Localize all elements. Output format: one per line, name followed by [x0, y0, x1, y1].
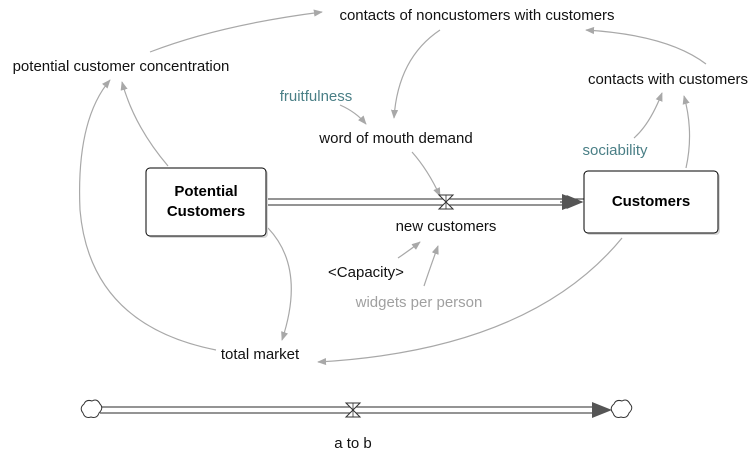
arrow-fruitfulness-to-word-of-mouth [339, 104, 367, 125]
arrow-customers-to-contacts-with-customers [682, 95, 691, 169]
arrow-word-of-mouth-to-new-customers [411, 151, 441, 197]
arrow-capacity-to-new-customers [397, 241, 421, 259]
arrow-total-market-to-concentration [78, 79, 217, 351]
var-sociability[interactable]: sociability [582, 142, 648, 159]
arrow-concentration-to-contacts [149, 9, 323, 53]
stock-potential-label-line1: Potential [174, 183, 237, 200]
arrow-potential-to-concentration [120, 81, 169, 167]
var-contacts-with-customers[interactable]: contacts with customers [588, 71, 748, 88]
stock-potential-customers[interactable]: Potential Customers [145, 167, 268, 238]
var-total-market[interactable]: total market [221, 346, 300, 363]
var-new-customers[interactable]: new customers [396, 218, 497, 235]
cloud-source-icon [80, 399, 103, 418]
var-word-of-mouth[interactable]: word of mouth demand [318, 130, 472, 147]
arrow-contacts-with-customers-to-contacts [585, 26, 707, 65]
var-potential-concentration[interactable]: potential customer concentration [13, 58, 230, 75]
arrow-widgets-to-new-customers [423, 245, 439, 287]
cloud-sink-icon [610, 399, 633, 418]
var-widgets-per-person[interactable]: widgets per person [355, 294, 483, 311]
stock-customers-label: Customers [612, 193, 690, 210]
arrow-sociability-to-contacts-with-customers [633, 92, 663, 139]
var-capacity-shadow[interactable]: <Capacity> [328, 264, 404, 281]
flow-arrowhead-a-to-b [592, 402, 612, 418]
stock-potential-label-line2: Customers [167, 203, 245, 220]
stock-customers[interactable]: Customers [583, 170, 720, 235]
var-contacts-noncustomers[interactable]: contacts of noncustomers with customers [339, 7, 614, 24]
arrow-potential-to-total-market [267, 227, 292, 341]
var-a-to-b[interactable]: a to b [334, 435, 372, 452]
arrow-customers-to-total-market [317, 237, 623, 366]
arrow-contacts-to-word-of-mouth [390, 29, 441, 119]
var-fruitfulness[interactable]: fruitfulness [280, 88, 353, 105]
flow-arrowhead-new-customers [562, 194, 583, 210]
